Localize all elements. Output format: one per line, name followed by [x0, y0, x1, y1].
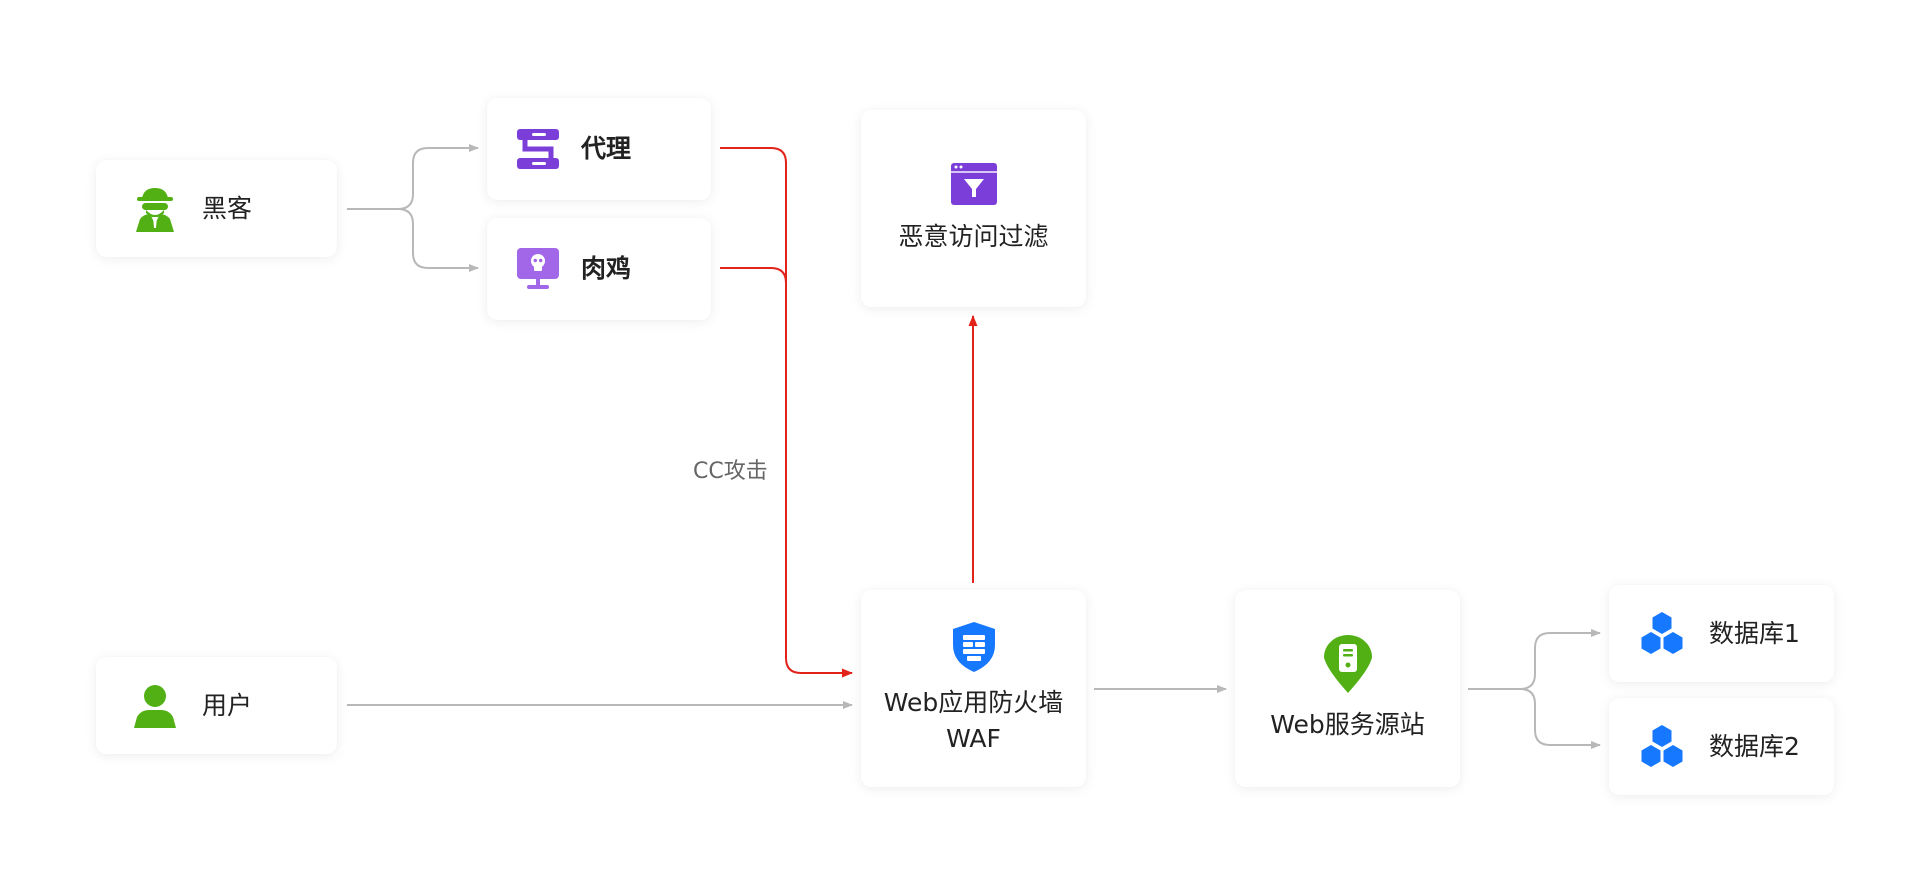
node-user[interactable]: 用户 — [96, 657, 337, 754]
user-label: 用户 — [202, 690, 253, 720]
edge-proxy-to-waf-attack — [720, 147, 853, 678]
database-cubes-icon — [1639, 724, 1685, 769]
node-hacker[interactable]: 黑客 — [96, 160, 337, 257]
node-malicious-filter[interactable]: 恶意访问过滤 — [861, 110, 1086, 307]
edge-hacker-to-proxy — [347, 144, 479, 210]
filter-label: 恶意访问过滤 — [898, 221, 1049, 251]
db2-label: 数据库2 — [1709, 731, 1800, 761]
edge-origin-to-db2 — [1468, 688, 1601, 749]
node-proxy[interactable]: 代理 — [487, 98, 711, 200]
db1-label: 数据库1 — [1709, 618, 1800, 648]
shield-firewall-icon — [951, 621, 997, 673]
node-waf[interactable]: Web应用防火墙 WAF — [861, 590, 1086, 787]
node-database-2[interactable]: 数据库2 — [1609, 698, 1834, 795]
node-zombie[interactable]: 肉鸡 — [487, 218, 711, 320]
node-origin-server[interactable]: Web服务源站 — [1235, 590, 1460, 787]
proxy-label: 代理 — [581, 134, 632, 163]
waf-label-line2: WAF — [946, 723, 1001, 753]
user-icon — [134, 684, 176, 728]
edge-origin-to-db1 — [1468, 629, 1601, 690]
filter-window-icon — [950, 162, 997, 205]
database-cubes-icon — [1639, 611, 1685, 656]
proxy-server-icon — [517, 129, 559, 169]
server-pin-icon — [1323, 634, 1372, 693]
hacker-label: 黑客 — [202, 193, 253, 223]
origin-label: Web服务源站 — [1270, 709, 1425, 739]
edge-zombie-to-waf-attack — [720, 267, 787, 320]
zombie-label: 肉鸡 — [581, 254, 632, 283]
skull-monitor-icon — [517, 248, 559, 290]
spy-icon — [134, 186, 176, 232]
waf-label-line1: Web应用防火墙 — [883, 687, 1064, 717]
node-database-1[interactable]: 数据库1 — [1609, 585, 1834, 682]
edge-hacker-to-zombie — [347, 208, 479, 272]
cc-attack-label: CC攻击 — [693, 459, 768, 484]
